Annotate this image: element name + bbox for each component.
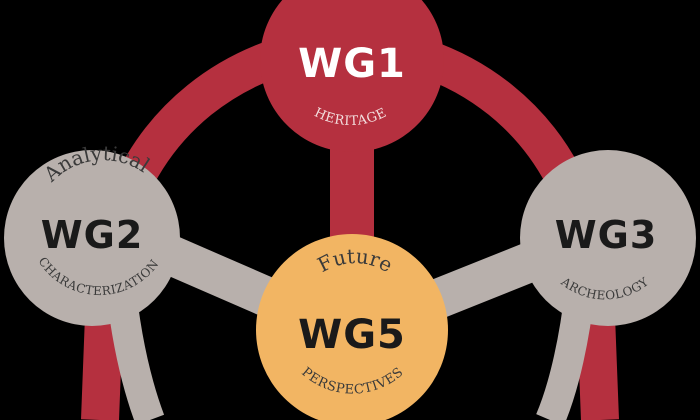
node-wg2 [4,150,180,326]
node-wg5 [256,234,448,420]
wg5-title: WG5 [298,312,406,358]
node-wg3 [520,150,696,326]
wg1-title: WG1 [298,41,406,87]
wg3-title: WG3 [555,213,658,257]
node-wg1 [260,0,444,152]
wg1-bottom-label: HERITAGE [312,105,389,129]
svg-text:HERITAGE: HERITAGE [312,105,389,129]
wg2-title: WG2 [41,213,144,257]
